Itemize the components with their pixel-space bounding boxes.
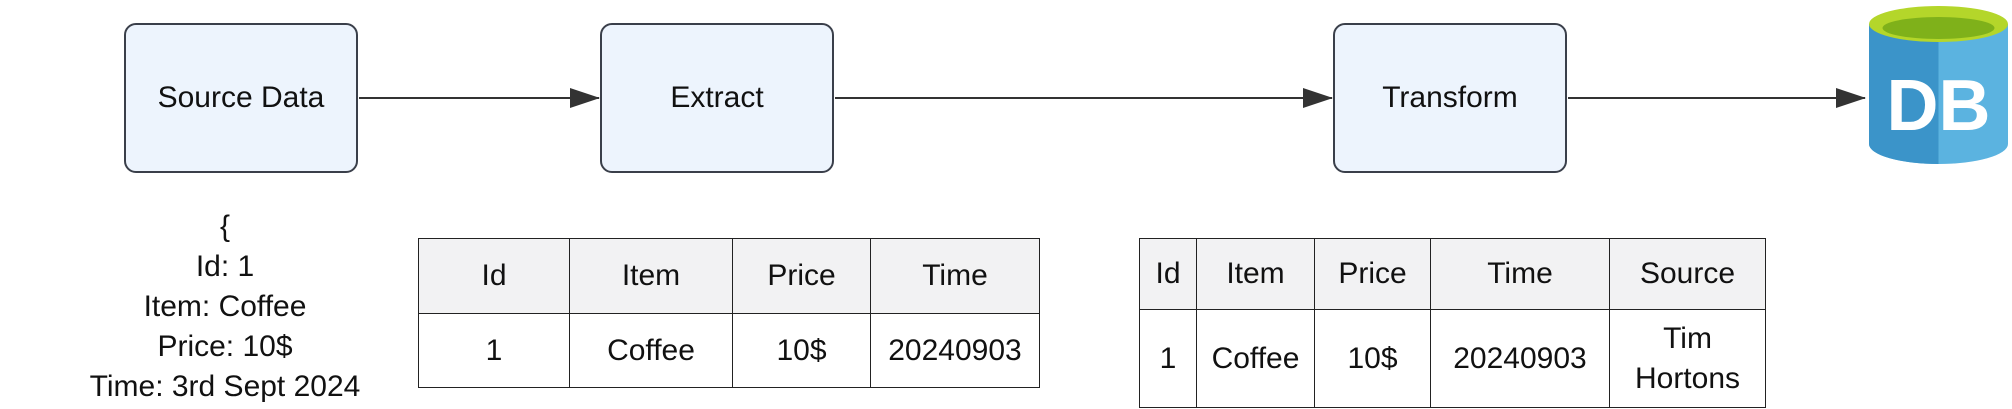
table-cell: Coffee (1196, 309, 1315, 408)
table-cell: 20240903 (870, 313, 1040, 388)
extract-label: Extract (670, 81, 764, 114)
record-line-time: Time: 3rd Sept 2024 (89, 370, 361, 403)
table-cell: Tim Hortons (1609, 309, 1766, 408)
extract-node[interactable]: Extract (600, 23, 834, 173)
header-cell: Source (1609, 238, 1766, 310)
header-cell: Item (569, 238, 733, 314)
header-cell: Id (1139, 238, 1197, 310)
table-header-row: Id Item Price Time Source (1139, 238, 1766, 310)
header-cell: Time (1430, 238, 1610, 310)
source-record: { Id: 1 Item: Coffee Price: 10$ Time: 3r… (60, 207, 390, 407)
table-cell: Coffee (569, 313, 733, 388)
header-cell: Price (1314, 238, 1431, 310)
record-open-brace: { (219, 210, 231, 243)
source-data-node[interactable]: Source Data (124, 23, 358, 173)
transform-node[interactable]: Transform (1333, 23, 1567, 173)
transform-label: Transform (1382, 81, 1518, 114)
header-cell: Time (870, 238, 1040, 314)
source-data-label: Source Data (157, 81, 325, 114)
table-cell: 10$ (1314, 309, 1431, 408)
table-row: 1 Coffee 10$ 20240903 (418, 313, 1040, 388)
record-line-price: Price: 10$ (157, 330, 293, 363)
table-cell: 1 (1139, 309, 1197, 408)
table-row: 1 Coffee 10$ 20240903 Tim Hortons (1139, 309, 1766, 408)
record-line-item: Item: Coffee (143, 290, 307, 323)
database-icon: DB (1869, 6, 2008, 164)
record-line-id: Id: 1 (195, 250, 255, 283)
db-label: DB (1887, 66, 1991, 146)
table-cell: 10$ (732, 313, 871, 388)
extract-table: Id Item Price Time 1 Coffee 10$ 20240903 (418, 238, 1040, 388)
table-cell: 1 (418, 313, 570, 388)
table-cell: 20240903 (1430, 309, 1610, 408)
header-cell: Id (418, 238, 570, 314)
table-header-row: Id Item Price Time (418, 238, 1040, 314)
transform-table: Id Item Price Time Source 1 Coffee 10$ 2… (1139, 238, 1766, 408)
header-cell: Item (1196, 238, 1315, 310)
header-cell: Price (732, 238, 871, 314)
